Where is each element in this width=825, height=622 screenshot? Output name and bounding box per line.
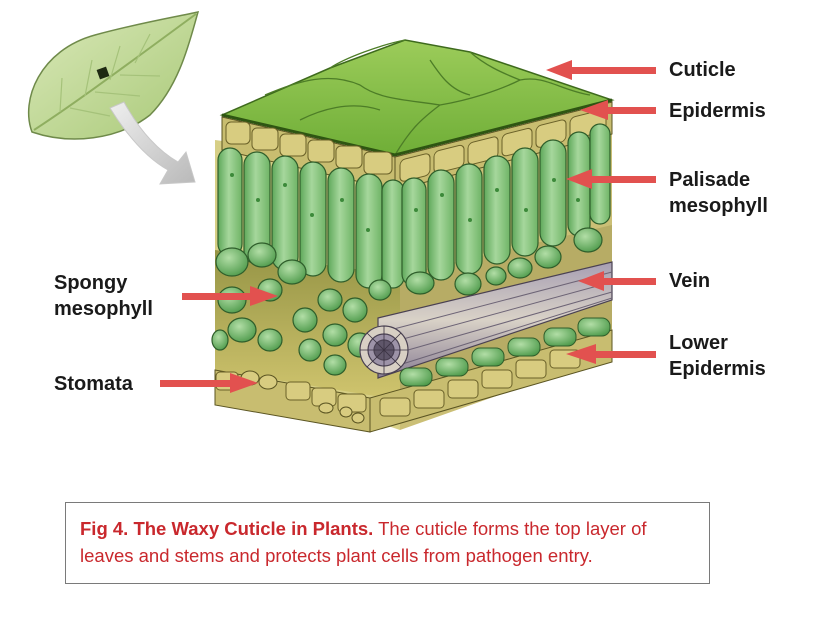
arrow-spongy <box>182 286 278 306</box>
label-lower-epidermis-line2: Epidermis <box>669 358 766 380</box>
arrow-cuticle <box>546 60 656 80</box>
label-epidermis: Epidermis <box>669 100 766 122</box>
figure-caption: Fig 4. The Waxy Cuticle in Plants. The c… <box>65 502 710 584</box>
label-vein: Vein <box>669 270 711 292</box>
label-lower-epidermis: Lower Epidermis <box>669 330 766 382</box>
label-palisade-line2: mesophyll <box>669 195 768 217</box>
label-palisade-mesophyll: Palisade mesophyll <box>669 167 768 219</box>
label-cuticle: Cuticle <box>669 59 736 81</box>
label-spongy-line1: Spongy <box>54 272 128 294</box>
label-spongy-line2: mesophyll <box>54 298 153 320</box>
caption-title: Fig 4. The Waxy Cuticle in Plants. <box>80 518 374 539</box>
arrow-stomata <box>160 373 258 393</box>
label-stomata: Stomata <box>54 373 133 395</box>
caption-body: The cuticle forms the top layer of leave… <box>80 518 647 566</box>
leaf-illustration <box>27 11 200 140</box>
label-spongy-mesophyll: Spongy mesophyll <box>54 270 153 322</box>
zoom-arrow <box>109 101 196 185</box>
label-palisade-line1: Palisade <box>669 169 751 191</box>
arrow-lower-epidermis <box>566 344 656 364</box>
label-lower-epidermis-line1: Lower <box>669 332 728 354</box>
vein <box>359 261 613 379</box>
leaf-block <box>211 39 615 433</box>
arrow-vein <box>578 271 656 291</box>
arrow-epidermis <box>580 100 656 120</box>
pointer-arrows <box>160 60 656 393</box>
arrow-palisade <box>566 169 656 189</box>
